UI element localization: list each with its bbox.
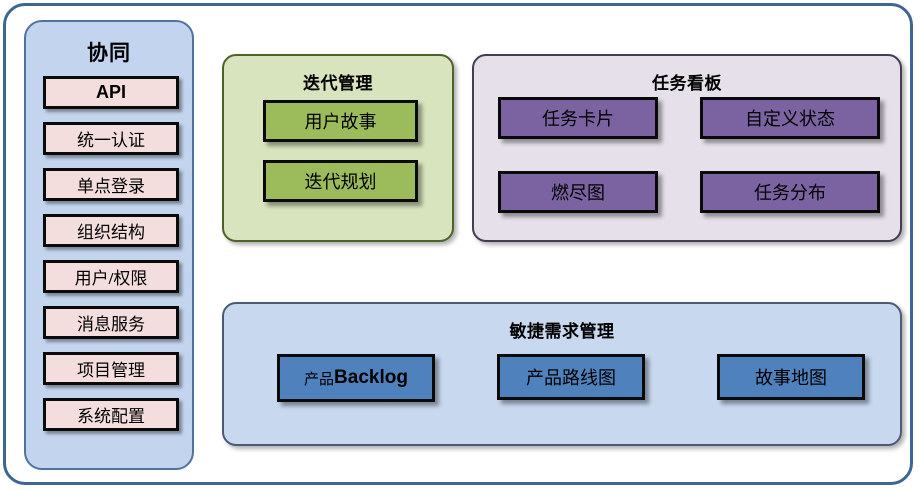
sidebar-title: 协同 (87, 42, 131, 65)
sidebar-item-unified-auth[interactable]: 统一认证 (43, 122, 179, 155)
panel-iteration-management: 迭代管理 用户故事 迭代规划 (222, 54, 454, 242)
card-label-cjk: 产品 (304, 371, 335, 388)
sidebar-item-label: 统一认证 (77, 131, 145, 150)
card-label: 自定义状态 (745, 109, 835, 129)
card-user-story[interactable]: 用户故事 (263, 100, 418, 142)
sidebar-item-label: 系统配置 (77, 407, 145, 426)
sidebar-panel-collaboration: 协同 API 统一认证 单点登录 组织结构 用户/权限 (24, 20, 194, 470)
sidebar-item-api[interactable]: API (43, 76, 179, 109)
card-label: 迭代规划 (304, 172, 377, 192)
sidebar-item-message-service[interactable]: 消息服务 (43, 306, 179, 339)
card-label: 燃尽图 (551, 183, 605, 203)
sidebar-item-label: 组织结构 (77, 223, 145, 242)
panel-title-agile-requirement-management: 敏捷需求管理 (509, 322, 615, 341)
sidebar-item-org-structure[interactable]: 组织结构 (43, 214, 179, 247)
sidebar-item-label: 用户/权限 (74, 269, 148, 288)
sidebar-item-single-sign-on[interactable]: 单点登录 (43, 168, 179, 201)
sidebar-item-label: 项目管理 (77, 361, 145, 380)
panel-title-iteration-management: 迭代管理 (303, 74, 373, 93)
sidebar-item-label: API (95, 82, 126, 102)
card-iteration-planning[interactable]: 迭代规划 (263, 160, 418, 202)
sidebar-item-label: 消息服务 (77, 315, 145, 334)
card-custom-status[interactable]: 自定义状态 (700, 97, 880, 139)
panel-title-task-board: 任务看板 (652, 74, 722, 93)
card-burndown-chart[interactable]: 燃尽图 (498, 171, 658, 213)
sidebar-item-project-management[interactable]: 项目管理 (43, 352, 179, 385)
card-label: 任务卡片 (542, 109, 614, 129)
card-label: 任务分布 (754, 183, 826, 203)
sidebar-item-list: API 统一认证 单点登录 组织结构 用户/权限 消息服务 (43, 76, 179, 444)
card-label: 产品路线图 (526, 368, 616, 388)
card-task-card[interactable]: 任务卡片 (498, 97, 658, 139)
sidebar-item-label: 单点登录 (77, 177, 145, 196)
panel-task-board: 任务看板 任务卡片 自定义状态 燃尽图 任务分布 (472, 54, 902, 242)
card-label: 用户故事 (304, 112, 377, 132)
card-label: 故事地图 (755, 368, 827, 388)
sidebar-item-system-config[interactable]: 系统配置 (43, 398, 179, 431)
sidebar-item-user-permission[interactable]: 用户/权限 (43, 260, 179, 293)
card-story-map[interactable]: 故事地图 (717, 354, 865, 400)
card-label-latin: Backlog (334, 367, 408, 388)
card-task-distribution[interactable]: 任务分布 (700, 171, 880, 213)
outer-frame: 协同 API 统一认证 单点登录 组织结构 用户/权限 (3, 3, 913, 485)
card-product-roadmap[interactable]: 产品路线图 (497, 354, 645, 400)
